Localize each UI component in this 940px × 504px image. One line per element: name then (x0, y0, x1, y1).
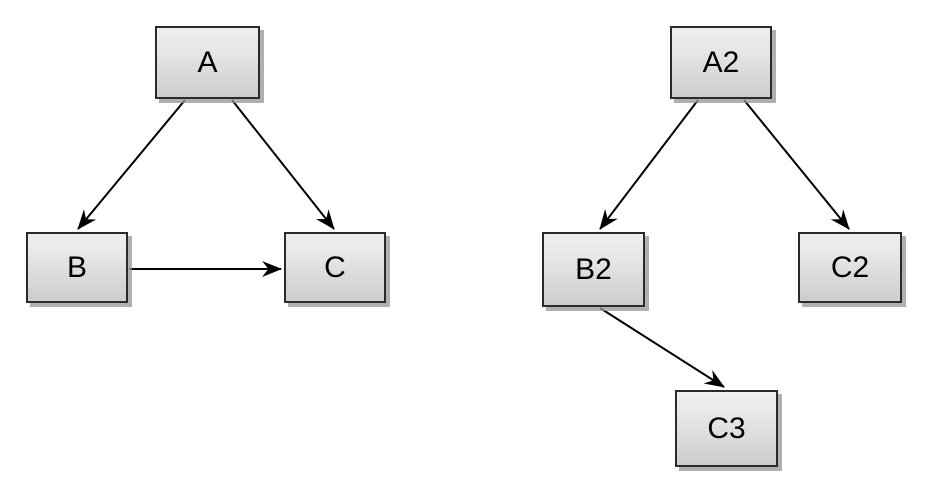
edge-a-to-b[interactable] (77, 99, 186, 230)
node-label: B (66, 250, 87, 284)
edge-a-to-c[interactable] (231, 99, 335, 230)
node-label: B2 (575, 252, 612, 286)
node-label: C2 (830, 250, 870, 284)
node-c[interactable]: C (284, 232, 386, 303)
edge-a2-to-b2[interactable] (599, 99, 699, 230)
edge-b2-to-c3[interactable] (599, 307, 725, 388)
node-a[interactable]: A (155, 26, 260, 99)
node-c2[interactable]: C2 (798, 232, 902, 303)
node-label: A (197, 45, 218, 79)
node-label: C (324, 250, 346, 284)
edge-a2-to-c2[interactable] (743, 99, 850, 230)
node-b2[interactable]: B2 (542, 232, 645, 307)
node-c3[interactable]: C3 (675, 390, 778, 467)
node-a2[interactable]: A2 (670, 26, 772, 99)
node-label: C3 (707, 411, 746, 445)
node-b[interactable]: B (26, 232, 128, 303)
node-label: A2 (702, 45, 740, 79)
